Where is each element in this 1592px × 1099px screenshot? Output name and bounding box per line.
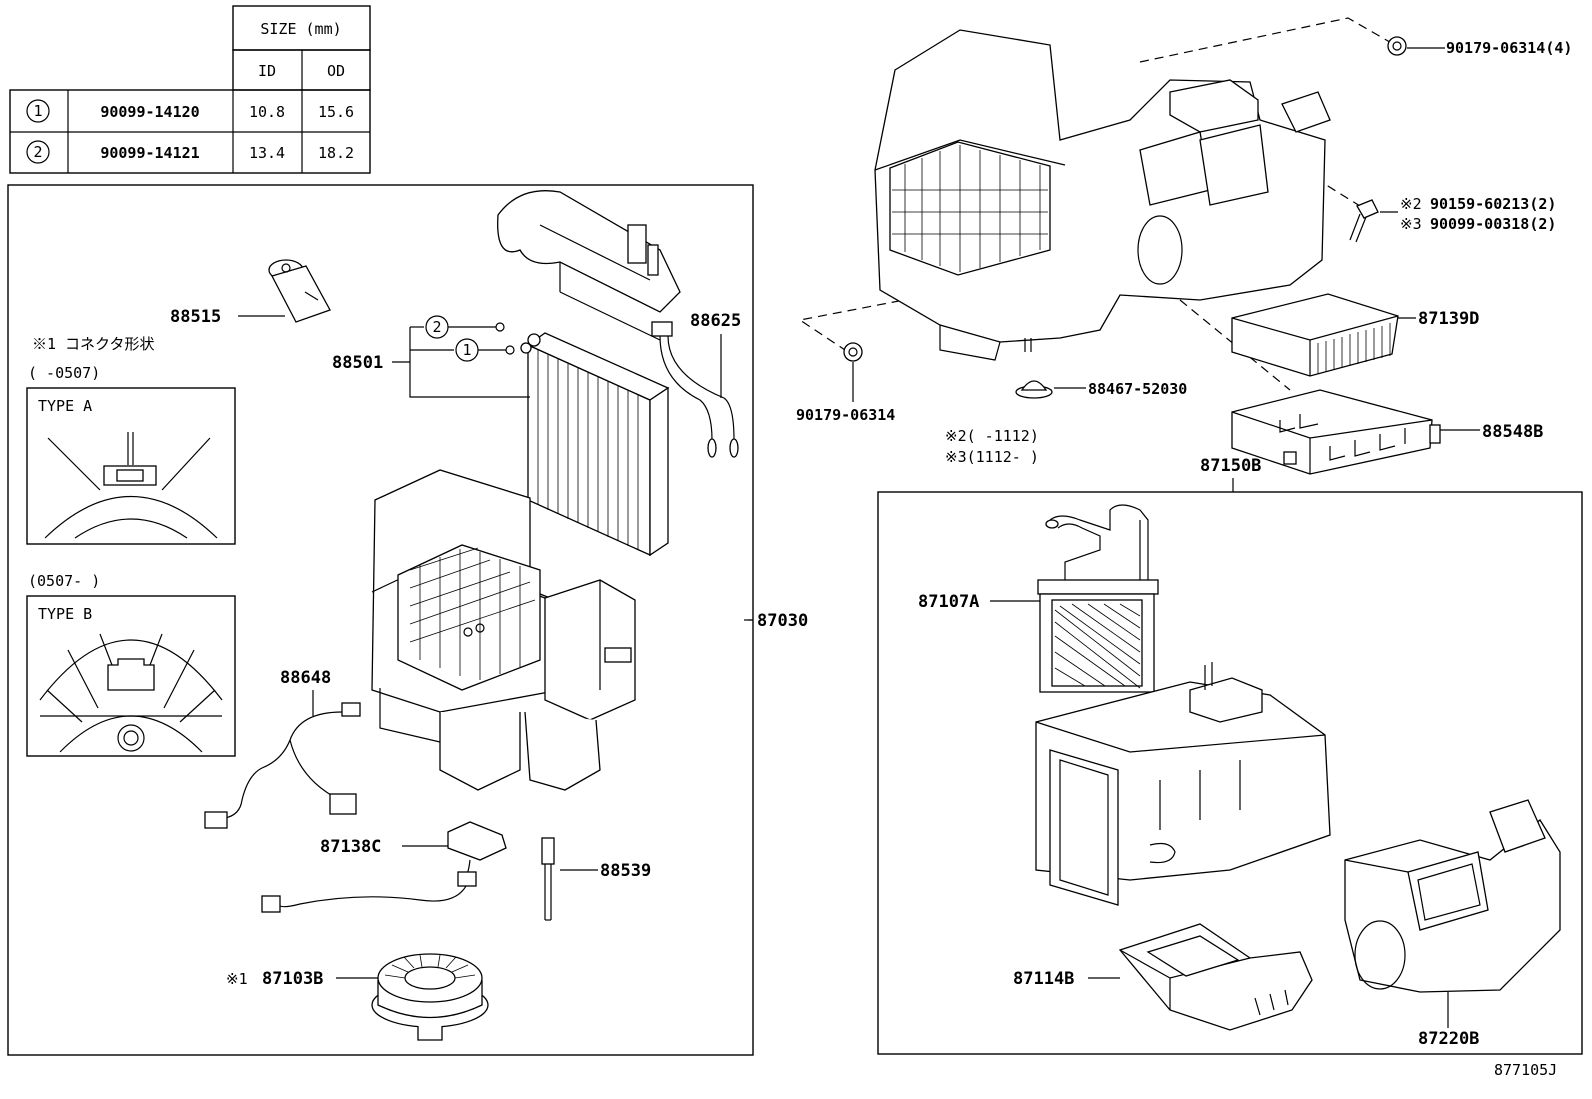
part-87138c-resistor	[261, 821, 507, 913]
callout-2: 2	[432, 318, 441, 336]
table-row-od: 18.2	[318, 144, 354, 162]
connector-note: ※1 コネクタ形状	[32, 335, 154, 353]
col-od-header: OD	[327, 62, 345, 80]
mark-90099: ※3	[1400, 215, 1422, 233]
note-2: ※2( -1112)	[945, 427, 1039, 445]
label-90179-4: 90179-06314(4)	[1446, 39, 1572, 57]
part-lower-housing	[1035, 662, 1331, 906]
figure-id: 877105J	[1494, 1061, 1557, 1079]
size-header: SIZE (mm)	[260, 20, 341, 38]
label-88501: 88501	[332, 353, 383, 373]
type-b-label: TYPE B	[38, 605, 92, 623]
table-row-id: 10.8	[249, 103, 285, 121]
label-88548b: 88548B	[1482, 422, 1543, 442]
label-87138c: 87138C	[320, 837, 381, 857]
type-a-connector-drawing	[44, 432, 218, 539]
mark-90159: ※2	[1400, 195, 1422, 213]
label-88625: 88625	[690, 311, 741, 331]
part-90179-nut	[843, 342, 863, 362]
col-id-header: ID	[258, 62, 276, 80]
type-a-box	[26, 387, 236, 545]
part-88625-wire	[651, 321, 739, 458]
label-87150b: 87150B	[1200, 456, 1261, 476]
part-88467-grommet	[1015, 380, 1053, 399]
type-b-connector-drawing	[39, 633, 223, 753]
type-a-label: TYPE A	[38, 397, 92, 415]
range-a: ( -0507)	[28, 364, 100, 382]
table-row-ref: 2	[33, 143, 42, 161]
label-88515: 88515	[170, 307, 221, 327]
part-87220b-blower-case	[1344, 799, 1561, 993]
part-88539-hose	[541, 837, 555, 921]
part-87107a-heater-core	[1037, 504, 1159, 693]
size-table: SIZE (mm) ID OD 1 90099-14120 10.8 15.6 …	[9, 5, 371, 174]
label-90179: 90179-06314	[796, 406, 895, 424]
part-90159-screw	[1349, 199, 1379, 243]
table-row-part: 90099-14120	[100, 103, 199, 121]
table-row-id: 13.4	[249, 144, 285, 162]
label-87107a: 87107A	[918, 592, 979, 612]
part-87103b-blower	[371, 953, 489, 1041]
part-hvac-main-unit	[874, 29, 1331, 361]
table-row-od: 15.6	[318, 103, 354, 121]
part-88548b-case	[1231, 389, 1441, 475]
part-88648-harness	[204, 702, 361, 829]
table-row-part: 90099-14121	[100, 144, 199, 162]
label-90099: 90099-00318(2)	[1430, 215, 1556, 233]
label-87220b: 87220B	[1418, 1029, 1479, 1049]
part-90179-nut-top	[1387, 36, 1407, 56]
label-87139d: 87139D	[1418, 309, 1479, 329]
label-90159: 90159-60213(2)	[1430, 195, 1556, 213]
label-87030: 87030	[757, 611, 808, 631]
part-duct-top	[497, 190, 681, 341]
label-87114b: 87114B	[1013, 969, 1074, 989]
callout-1: 1	[462, 341, 471, 359]
label-88648: 88648	[280, 668, 331, 688]
label-87103b: 87103B	[262, 969, 323, 989]
table-row-ref: 1	[33, 102, 42, 120]
part-87139d-filter	[1231, 293, 1399, 377]
range-b: (0507- )	[28, 572, 100, 590]
part-87030-unit	[371, 469, 636, 791]
part-87114b-duct	[1118, 923, 1313, 1031]
part-88501-evaporator	[520, 332, 670, 557]
label-88539: 88539	[600, 861, 651, 881]
mark-87103b: ※1	[226, 970, 248, 988]
part-88515-drawing	[268, 259, 331, 323]
assembly-87150b-frame	[877, 491, 1583, 1055]
label-88467: 88467-52030	[1088, 380, 1187, 398]
type-b-box	[26, 595, 236, 757]
note-3: ※3(1112- )	[945, 448, 1039, 466]
